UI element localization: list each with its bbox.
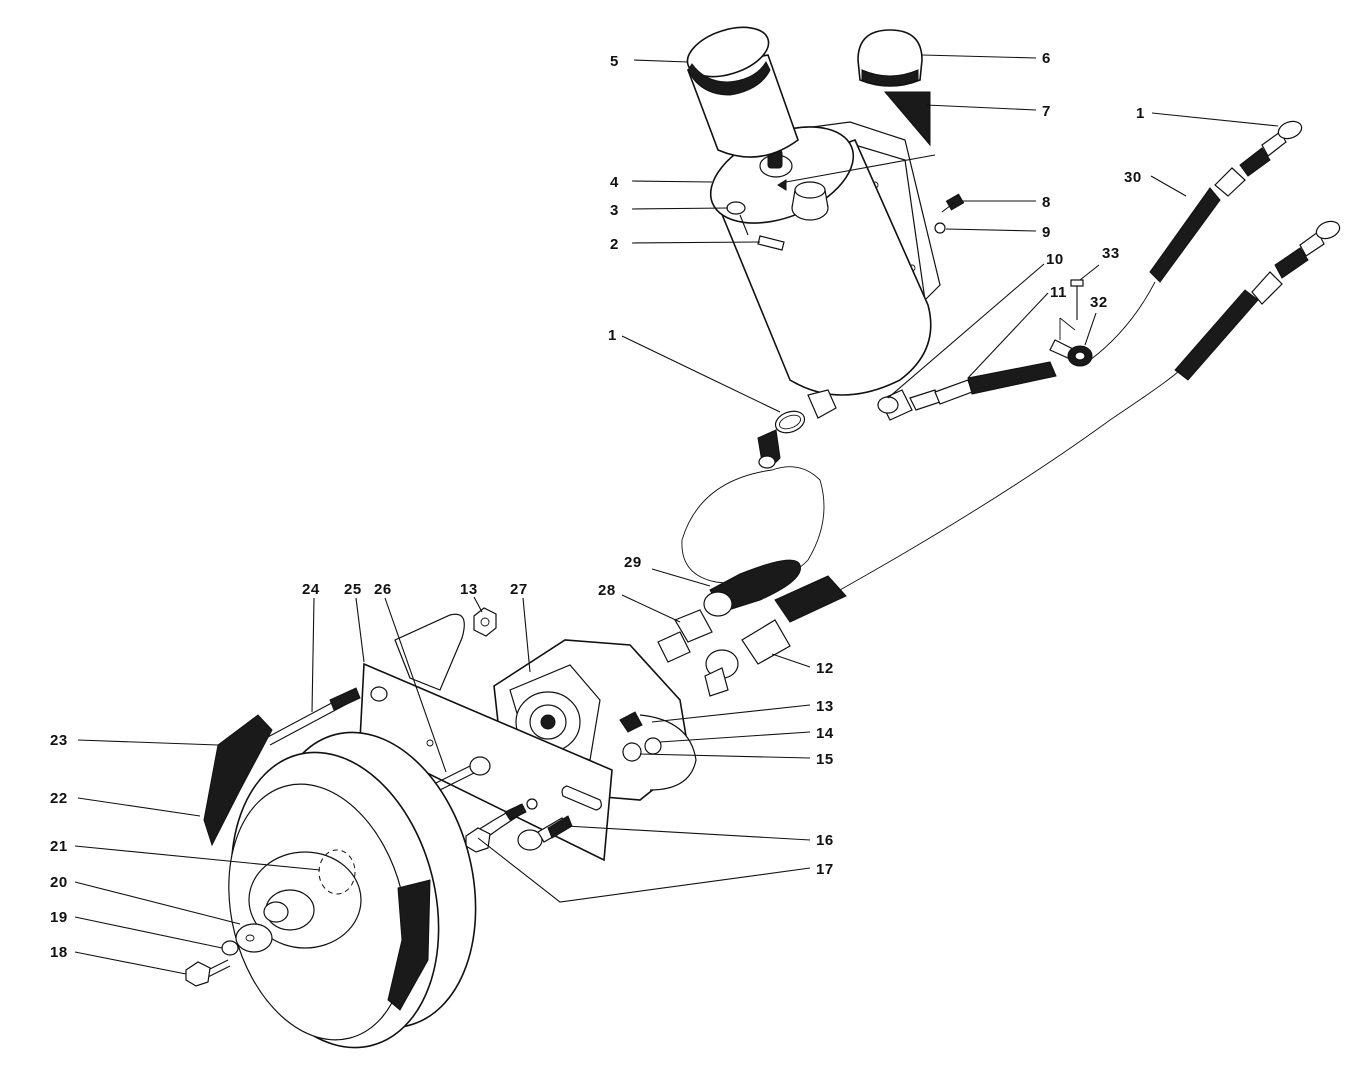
callout-3: 3 [610, 202, 619, 219]
callout-4: 4 [610, 174, 619, 191]
reservoir-tank [709, 121, 941, 419]
callout-1-top: 1 [1136, 105, 1145, 122]
callout-8: 8 [1042, 194, 1051, 211]
callout-2: 2 [610, 236, 619, 253]
callout-30: 30 [1124, 169, 1142, 186]
callout-10: 10 [1046, 251, 1064, 268]
hose-clip [1049, 279, 1093, 367]
callout-5: 5 [610, 53, 619, 70]
callout-17: 17 [816, 861, 834, 878]
callout-28: 28 [598, 582, 616, 599]
callout-12: 12 [816, 660, 834, 677]
screw-and-washer [934, 193, 965, 234]
callout-29: 29 [624, 554, 642, 571]
gasket [757, 235, 785, 251]
callout-labels: 5 6 7 4 3 2 8 9 1 30 10 33 11 32 1 29 28… [50, 50, 1145, 961]
callout-32: 32 [1090, 294, 1108, 311]
callout-33: 33 [1102, 245, 1120, 262]
callout-14: 14 [816, 725, 834, 742]
callout-24: 24 [302, 581, 320, 598]
callout-9: 9 [1042, 224, 1051, 241]
pump-fittings [657, 559, 847, 697]
callout-11: 11 [1050, 284, 1067, 301]
callout-20: 20 [50, 874, 68, 891]
callout-6: 6 [1042, 50, 1051, 67]
dipstick [726, 201, 749, 236]
callout-19: 19 [50, 909, 68, 926]
callout-21: 21 [50, 838, 68, 855]
v-belt [203, 714, 431, 1011]
suction-hose-loop [681, 466, 825, 585]
callout-27: 27 [510, 581, 528, 598]
callout-15: 15 [816, 751, 834, 768]
callout-23: 23 [50, 732, 68, 749]
return-line-path [839, 369, 1181, 591]
pulley-fasteners [185, 923, 273, 987]
return-hose-upper [1149, 120, 1303, 283]
callout-1-mid: 1 [608, 327, 617, 344]
breather-cap [857, 29, 931, 147]
callout-13-right: 13 [816, 698, 834, 715]
return-hose-lower [1174, 220, 1341, 381]
callout-22: 22 [50, 790, 68, 807]
callout-18: 18 [50, 944, 68, 961]
hex-nut-top [473, 607, 497, 637]
bolt-long [265, 687, 361, 746]
leader-lines [74, 54, 1279, 975]
carriage-bolts [465, 798, 573, 853]
adjusting-rod [431, 756, 491, 793]
callout-16: 16 [816, 832, 834, 849]
hose-clamp-lower [757, 410, 806, 469]
callout-26: 26 [374, 581, 392, 598]
callout-7: 7 [1042, 103, 1051, 120]
pressure-hose-assembly [877, 361, 1057, 421]
filter-cartridge [686, 26, 799, 158]
callout-25: 25 [344, 581, 362, 598]
callout-13-top: 13 [460, 581, 478, 598]
